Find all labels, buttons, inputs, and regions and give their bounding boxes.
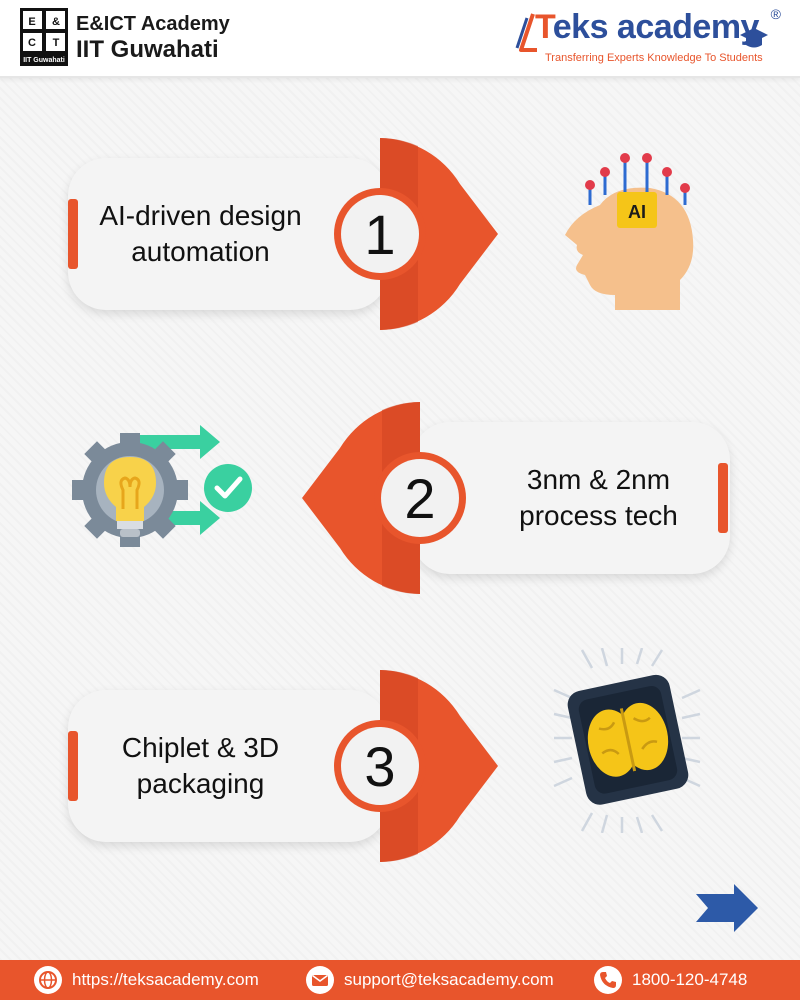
ai-label: AI	[628, 202, 646, 222]
mail-icon	[306, 966, 334, 994]
brand-tagline: Transferring Experts Knowledge To Studen…	[545, 52, 763, 64]
brand-first-letter: T	[535, 8, 553, 46]
brand-name: Teks academy	[535, 8, 759, 47]
brand-rest: eks academy	[552, 8, 760, 46]
card-accent-tab	[718, 463, 728, 533]
teks-logo-mark-icon	[515, 13, 537, 52]
step-number: 2	[404, 467, 435, 530]
email-link[interactable]: support@teksacademy.com	[344, 970, 554, 989]
brain-chip-icon	[553, 648, 701, 833]
academy-line1: E&ICT Academy	[76, 13, 230, 35]
academy-title: E&ICT Academy IIT Guwahati	[76, 12, 230, 64]
step-title-line2: automation	[131, 236, 270, 267]
footer-phone[interactable]: 1800-120-4748	[594, 960, 747, 1000]
graduation-cap-icon	[740, 28, 768, 48]
step-title-line2: process tech	[519, 500, 678, 531]
eict-academy-logo: E & C T IIT Guwahati	[20, 8, 68, 66]
logo-letter: E	[28, 16, 35, 28]
logo-letter: T	[53, 37, 60, 49]
website-link[interactable]: https://teksacademy.com	[72, 970, 259, 989]
step-title-line1: AI-driven design	[99, 200, 302, 231]
step-number-badge: 2	[302, 402, 466, 594]
globe-icon	[34, 966, 62, 994]
step-number-badge: 3	[334, 670, 498, 862]
step-number-badge: 1	[334, 138, 498, 330]
header: E & C T IIT Guwahati E&ICT Academy IIT G…	[0, 0, 800, 78]
step-title-line1: Chiplet & 3D	[121, 732, 280, 763]
step-card: Chiplet & 3D packaging	[68, 690, 388, 842]
phone-number[interactable]: 1800-120-4748	[632, 970, 748, 989]
step-number: 3	[364, 735, 395, 798]
phone-icon	[594, 966, 622, 994]
registered-mark: ®	[770, 6, 781, 22]
logo-letter: C	[28, 37, 36, 49]
teks-academy-logo: Teks academy ® Transferring Experts Know…	[513, 6, 783, 68]
footer-website[interactable]: https://teksacademy.com	[34, 960, 259, 1000]
logo-letter: &	[52, 16, 60, 28]
card-accent-tab	[68, 199, 78, 269]
step-number: 1	[364, 203, 395, 266]
step-title-line2: packaging	[136, 768, 265, 799]
next-arrow-icon[interactable]	[694, 884, 760, 932]
academy-line2: IIT Guwahati	[76, 36, 219, 63]
logo-caption: IIT Guwahati	[23, 57, 65, 64]
gear-lightbulb-icon	[72, 425, 252, 547]
footer: https://teksacademy.com support@teksacad…	[0, 960, 800, 1000]
ai-head-icon: AI	[565, 153, 694, 310]
step-title-line1: 3nm & 2nm	[526, 464, 671, 495]
card-accent-tab	[68, 731, 78, 801]
footer-email[interactable]: support@teksacademy.com	[306, 960, 554, 1000]
